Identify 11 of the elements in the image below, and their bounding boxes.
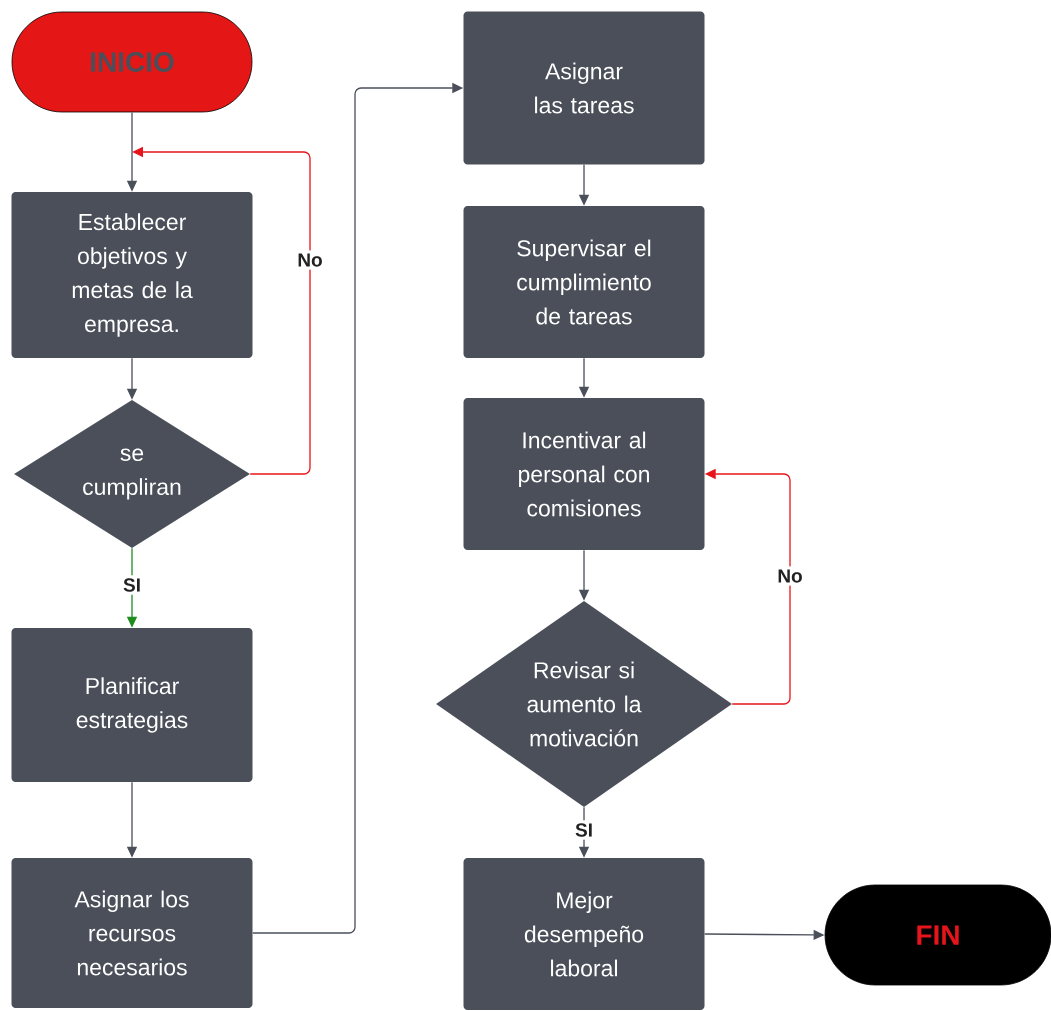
process-box: Asignar las tareas	[463, 11, 705, 165]
edge-label: SI	[120, 575, 144, 595]
process-box: Supervisar el cumplimiento de tareas	[463, 206, 705, 358]
process-box: Incentivar al personal con comisiones	[463, 398, 705, 550]
edge-label: No	[774, 566, 806, 586]
process-box: Asignar los recursos necesarios	[11, 858, 253, 1008]
edge-label: No	[294, 250, 326, 270]
process-box: Planificar estrategias	[11, 628, 253, 782]
process-box: Establecer objetivos y metas de la empresa.	[11, 192, 253, 358]
edge-label: SI	[572, 820, 596, 840]
process-box: Mejor desempeño laboral	[463, 858, 705, 1010]
